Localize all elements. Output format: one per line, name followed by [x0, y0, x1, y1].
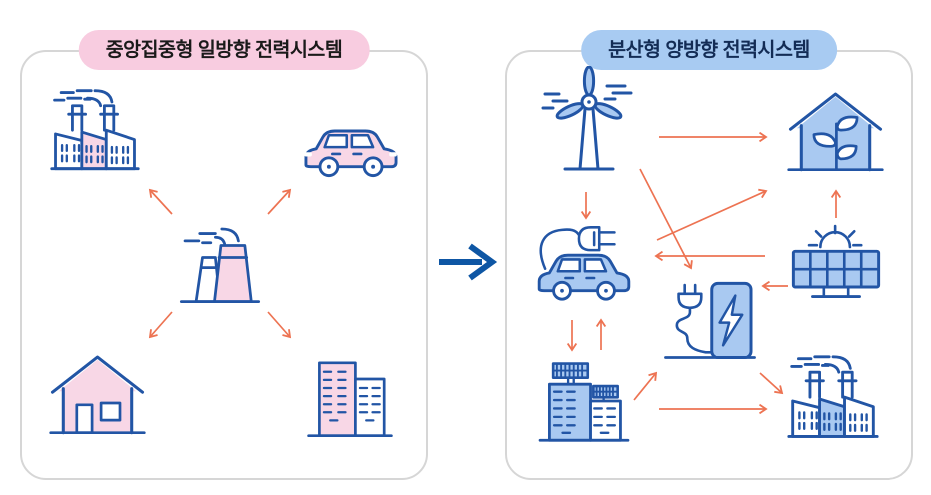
arrow-electric-car-to-eco-house [656, 188, 768, 241]
house-icon [48, 349, 147, 439]
arrow-power-plant-to-house [148, 311, 173, 339]
arrow-power-plant-to-car [267, 188, 292, 215]
eco-house-icon [786, 86, 885, 176]
electric-car-icon [533, 218, 635, 311]
office-buildings-icon [305, 352, 395, 442]
arrow-power-plant-to-factory [148, 188, 173, 215]
car-icon [300, 114, 402, 182]
left-arrow-layer [148, 188, 292, 339]
arrow-wind-turbine-to-ev-charging-station [639, 168, 693, 270]
distributed-system-panel: 분산형 양방향 전력시스템 [505, 30, 913, 480]
arrow-power-plant-to-office-buildings [267, 311, 292, 339]
solar-panel-icon [788, 220, 884, 307]
centralized-panel-title: 중앙집중형 일방향 전력시스템 [78, 30, 370, 70]
ev-charging-station-icon [662, 272, 758, 368]
arrow-solar-buildings-to-ev-charging-station [633, 371, 658, 401]
wind-turbine-icon [541, 66, 637, 180]
distributed-panel-title: 분산형 양방향 전력시스템 [581, 30, 837, 70]
arrow-ev-charging-station-to-factory [759, 372, 784, 395]
transition-arrow [439, 243, 498, 281]
right-arrow-layer [566, 131, 842, 415]
solar-buildings-icon [537, 358, 631, 444]
factory-blue-icon [785, 352, 881, 448]
centralized-system-panel: 중앙집중형 일방향 전력시스템 [20, 30, 428, 480]
power-plant-icon [174, 217, 266, 309]
factory-icon [48, 86, 142, 180]
